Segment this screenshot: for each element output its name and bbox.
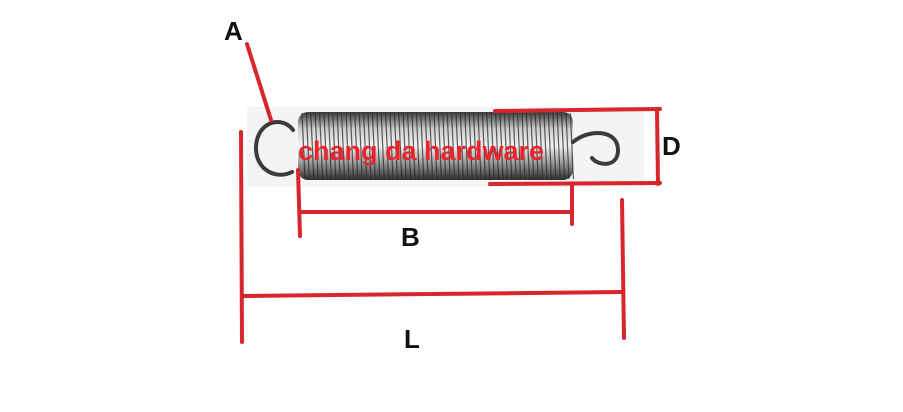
label-d: D [662,131,681,161]
coil-turn [314,112,319,180]
coil-turn [398,112,403,180]
coil-turn [358,112,363,180]
coil-turn [561,112,566,180]
body-length-left-tick [296,168,302,238]
diameter-vertical-line [655,107,660,186]
coil-turn [367,112,372,180]
coil-turn [327,112,332,180]
coil-turn [539,112,544,180]
label-a: A [224,16,243,46]
coil-turn [389,112,394,180]
coil-turn [371,112,376,180]
coil-turn [512,112,517,180]
coil-turn [429,112,434,180]
coil-turn [569,112,574,180]
left-hook [253,120,295,177]
coil-turn [442,112,447,180]
coil-turn [543,112,548,180]
coil-turn [459,112,464,180]
spring-body [298,112,574,180]
coil-turn [525,112,530,180]
coil-turn [503,112,508,180]
coil-turn [530,112,535,180]
coil-turn [402,112,407,180]
coil-turn [468,112,473,180]
coil-turn [332,112,337,180]
watermark-text: chang da hardware [298,136,544,166]
coil-turn [552,112,557,180]
total-length-right-tick [620,198,626,340]
coil-turn [455,112,460,180]
right-hook [571,130,621,166]
total-length-line [241,290,624,298]
coil-turn [310,112,315,180]
coil-turn [349,112,354,180]
coil-turn [376,112,381,180]
coil-turn [363,112,368,180]
coil-turn [433,112,438,180]
coil-turn [305,112,310,180]
coil-turn [323,112,328,180]
coil-turn [354,112,359,180]
label-b: B [401,222,420,252]
coil-turn [411,112,416,180]
coil-turn [393,112,398,180]
coil-turn [380,112,385,180]
coil-turn [547,112,552,180]
coil-turn [477,112,482,180]
coil-turn [385,112,390,180]
hook-diameter-leader [245,42,273,122]
coil-turn [437,112,442,180]
coil-turn [336,112,341,180]
label-l: L [404,324,420,354]
coil-turn [521,112,526,180]
coil-turn [486,112,491,180]
spring-coils [301,112,574,180]
coil-turn [319,112,324,180]
coil-turn [517,112,522,180]
coil-turn [490,112,495,180]
diameter-top-line [493,107,662,113]
coil-turn [565,112,570,180]
coil-turn [534,112,539,180]
coil-turn [499,112,504,180]
coil-turn [451,112,456,180]
coil-turn [420,112,425,180]
coil-turn [495,112,500,180]
coil-turn [407,112,412,180]
coil-turn [341,112,346,180]
coil-turn [508,112,513,180]
coil-turn [556,112,561,180]
coil-turn [446,112,451,180]
total-length-left-tick [239,130,244,344]
coil-turn [301,112,306,180]
coil-turn [415,112,420,180]
coil-turn [424,112,429,180]
coil-turn [481,112,486,180]
coil-turn [345,112,350,180]
coil-turn [464,112,469,180]
coil-turn [473,112,478,180]
diameter-bottom-line [488,181,662,186]
